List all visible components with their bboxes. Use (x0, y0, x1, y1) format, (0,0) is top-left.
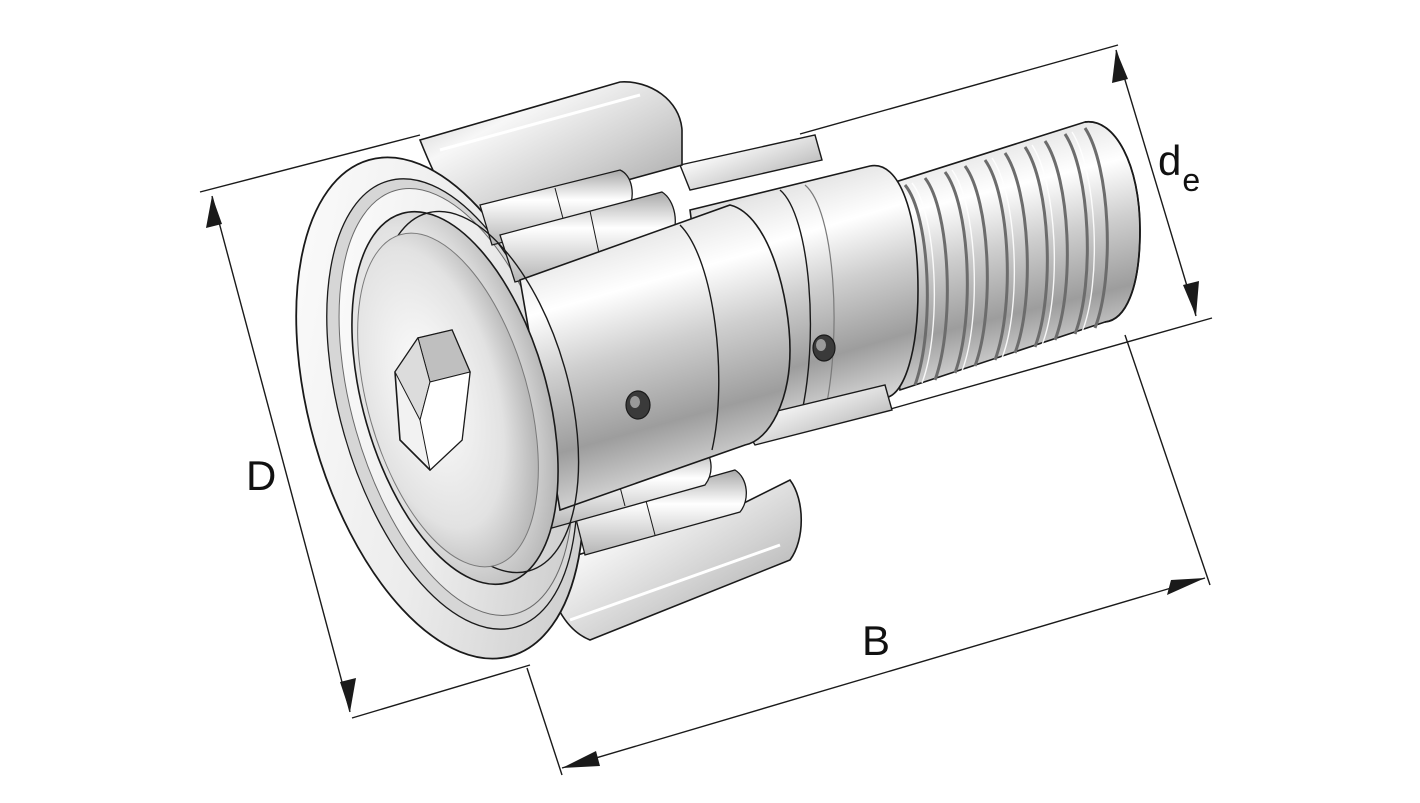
thread-lines (903, 127, 1109, 386)
dimension-label-D: D (246, 452, 277, 499)
dimension-label-de-base: d (1158, 137, 1182, 184)
dimension-label-de: de (1158, 137, 1200, 197)
dimension-label-B: B (862, 617, 891, 664)
side-flange (679, 134, 893, 446)
arrow-B-right (1167, 578, 1205, 595)
dimension-label-de-subscript: e (1182, 162, 1201, 198)
arrow-de-top (1112, 50, 1128, 83)
arrow-D-bottom (340, 678, 356, 712)
arrow-de-bottom (1183, 281, 1199, 316)
dimension-arrows (206, 50, 1205, 768)
dimension-line-B (561, 577, 1206, 769)
dimension-lines (199, 44, 1213, 776)
threaded-stud (869, 121, 1141, 392)
dimension-line-de (1115, 49, 1197, 317)
stud-head (351, 210, 580, 586)
hex-socket-icon (394, 329, 471, 472)
dimension-line-D (211, 195, 351, 713)
arrow-B-left (562, 751, 600, 768)
arrow-D-top (206, 196, 222, 228)
roller-bottom-1 (574, 469, 747, 556)
stud-body (519, 204, 791, 512)
